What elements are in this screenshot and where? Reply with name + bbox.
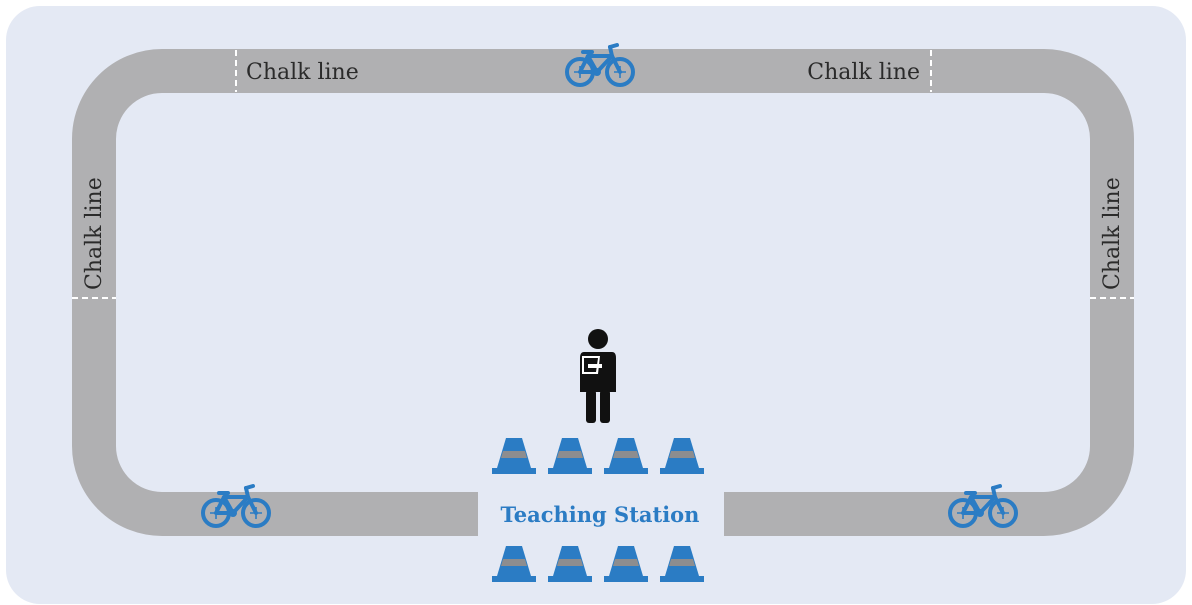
course-background [6,6,1186,604]
chalk-label-left: Chalk line [82,177,107,290]
chalk-dashes [72,50,1134,299]
chalk-label-top-right: Chalk line [807,60,920,85]
teaching-station-area [478,480,724,540]
teaching-station-label: Teaching Station [501,502,700,527]
instructor-icon [580,329,616,423]
chalk-label-right: Chalk line [1100,177,1125,290]
chalk-label-top-left: Chalk line [246,60,359,85]
